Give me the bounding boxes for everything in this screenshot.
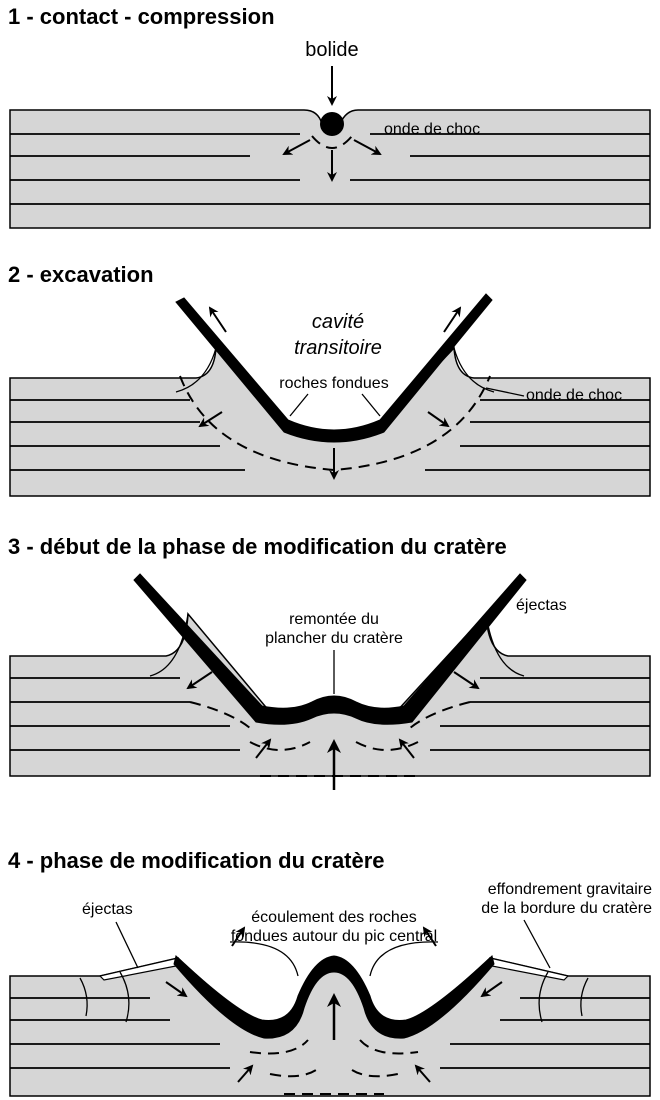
panel-4-arrow-slump-left: [165, 981, 188, 998]
panel-2-shock-wave-label: onde de choc: [526, 387, 622, 404]
panel-4-dashed-strata: [249, 1039, 419, 1095]
panel-4-flow-label-2: fondues autour du pic central: [231, 928, 437, 945]
panel-2-cavity-label-2: transitoire: [294, 337, 382, 359]
panel-2-strata: [10, 399, 650, 471]
panel-1: 1 - contact - compression bolide onde de…: [8, 4, 651, 229]
panel-4-flow-label-1: écoulement des roches: [251, 909, 416, 926]
panel-4-melt-lining: [173, 955, 495, 1039]
panel-1-arrow-right: [353, 139, 382, 155]
panel-2-shock-front: [179, 375, 491, 472]
panel-4-arrow-in-left: [237, 1064, 254, 1083]
panel-4-flow-curves: [229, 941, 439, 977]
panel-3-arrow-left: [186, 671, 213, 690]
panel-1-title: 1 - contact - compression: [8, 4, 275, 29]
panel-2-cavity-label-1: cavité: [312, 311, 364, 333]
panel-4-arrow-slump-right: [480, 981, 503, 998]
panel-2-bent-layer-right: [453, 347, 495, 393]
panel-1-shock-front: [311, 135, 353, 149]
panel-2-bent-layer-left: [175, 347, 217, 393]
panel-2-title: 2 - excavation: [8, 262, 154, 287]
bolide-label: bolide: [305, 39, 358, 61]
panel-4: 4 - phase de modification du cratère: [8, 848, 652, 1097]
panel-1-strata: [10, 133, 650, 205]
panel-4-ejecta-leader: [115, 921, 139, 969]
bolide-sphere: [320, 112, 344, 136]
panel-4-arrow-in-right: [414, 1064, 431, 1083]
panel-2-arrow-right: [427, 411, 450, 428]
panel-2-shock-leader: [485, 387, 525, 397]
panel-4-title: 4 - phase de modification du cratère: [8, 848, 385, 873]
panel-4-slump-faults: [79, 971, 589, 1023]
panel-1-arrow-left: [282, 139, 311, 155]
panel-4-collapse-leader: [523, 919, 551, 969]
panel-3: 3 - début de la phase de modification du…: [8, 534, 651, 790]
panel-4-collapse-label-2: de la bordure du cratère: [481, 900, 652, 917]
panel-3-melt-lining: [133, 573, 527, 725]
panel-2-melt-lining: [175, 293, 493, 443]
panel-3-arrow-in-right: [398, 738, 415, 759]
panel-3-ejecta-label: éjectas: [516, 597, 567, 614]
panel-4-strata: [10, 997, 650, 1069]
panel-4-arrow-flow-left: [231, 926, 246, 947]
panel-4-arrow-flow-right: [422, 926, 437, 947]
panel-4-ejecta-label: éjectas: [82, 901, 133, 918]
panel-2-melt-leader-right: [361, 393, 381, 417]
panel-2-arrow-left: [198, 411, 223, 428]
panel-3-strata: [10, 677, 650, 751]
panel-2-arrow-upright: [443, 306, 462, 333]
panel-4-collapse-label-1: effondrement gravitaire: [488, 881, 652, 898]
panel-2-arrow-upleft: [208, 306, 227, 333]
panel-3-arrow-right: [453, 671, 480, 690]
panel-3-rebound-label-1: remontée du: [289, 611, 379, 628]
panel-3-title: 3 - début de la phase de modification du…: [8, 534, 507, 559]
panel-3-arrow-in-left: [255, 738, 272, 759]
panel-1-shock-wave-label: onde de choc: [384, 121, 480, 138]
panel-2: 2 - excavation cavité transitoire roches…: [8, 262, 651, 497]
panel-3-dashed-strata: [189, 701, 471, 777]
panel-2-melt-leader-left: [289, 393, 309, 417]
panel-3-rebound-label-2: plancher du cratère: [265, 630, 403, 647]
panel-2-melt-label: roches fondues: [279, 375, 388, 392]
